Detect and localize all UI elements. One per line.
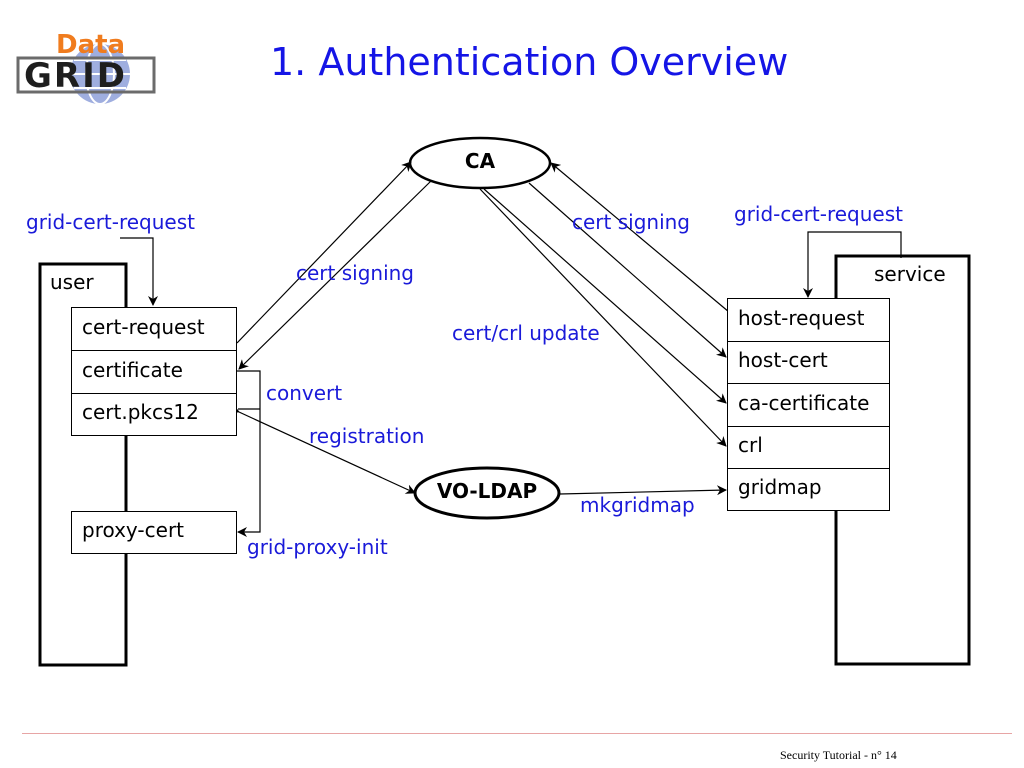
service-file-gridmap: gridmap: [727, 468, 890, 511]
file-label: host-cert: [738, 348, 828, 372]
label-grid-cert-request-right: grid-cert-request: [734, 202, 903, 226]
file-label: cert-request: [82, 315, 205, 339]
globe-icon: [16, 43, 156, 105]
file-label: proxy-cert: [82, 518, 185, 542]
file-label: crl: [738, 433, 763, 457]
service-file-host-cert: host-cert: [727, 341, 890, 384]
logo-top-text: Data: [56, 30, 126, 60]
service-label: service: [874, 262, 946, 286]
user-file-cert-pkcs12: cert.pkcs12: [71, 393, 237, 436]
label-grid-proxy-init: grid-proxy-init: [247, 535, 388, 559]
label-convert: convert: [266, 381, 343, 405]
label-mkgridmap: mkgridmap: [580, 493, 695, 517]
service-file-crl: crl: [727, 426, 890, 469]
logo-bottom-text: GRID: [24, 56, 127, 96]
user-label: user: [50, 270, 94, 294]
label-registration: registration: [309, 424, 425, 448]
page-title: 1. Authentication Overview: [270, 40, 789, 84]
file-label: certificate: [82, 358, 183, 382]
file-label: ca-certificate: [738, 391, 870, 415]
file-label: gridmap: [738, 475, 822, 499]
user-file-certificate: certificate: [71, 350, 237, 394]
datagrid-logo: Data GRID: [14, 30, 159, 110]
service-file-ca-certificate: ca-certificate: [727, 383, 890, 427]
label-cert-signing-right: cert signing: [572, 210, 690, 234]
service-file-host-request: host-request: [727, 298, 890, 342]
label-cert-signing-left: cert signing: [296, 261, 414, 285]
footer-text: Security Tutorial - n° 14: [780, 748, 897, 762]
label-grid-cert-request-left: grid-cert-request: [26, 210, 195, 234]
label-cert-crl-update: cert/crl update: [452, 321, 600, 345]
ca-label: CA: [464, 149, 496, 173]
file-label: cert.pkcs12: [82, 400, 199, 424]
file-label: host-request: [738, 306, 865, 330]
user-file-cert-request: cert-request: [71, 307, 237, 351]
user-file-proxy-cert: proxy-cert: [71, 511, 237, 554]
footer-divider: [22, 733, 1012, 734]
user-column: [38, 262, 128, 667]
vo-ldap-label: VO-LDAP: [436, 479, 538, 503]
